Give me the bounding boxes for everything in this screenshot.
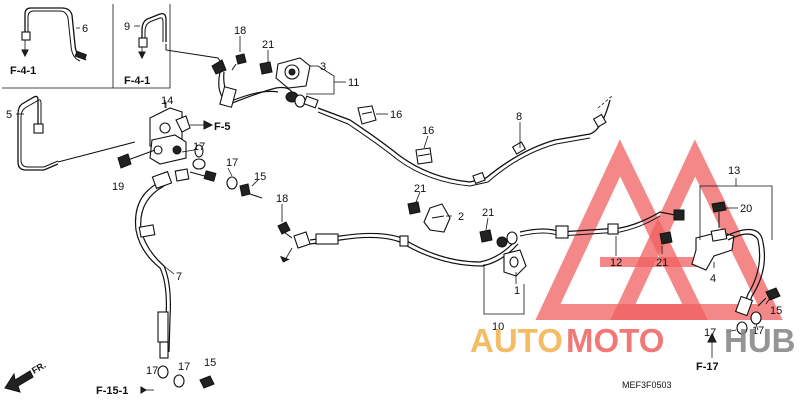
callout-15b: 15 [770,305,782,317]
bolt-15-right [757,287,781,307]
sealing-washers-valve [192,144,206,170]
pipe-6-end [74,50,88,61]
brake-hose-lower [279,231,519,267]
watermark-word-auto: AUTO [470,322,563,359]
callout-7: 7 [176,271,182,283]
pipe-5-nut [33,123,44,134]
callout-18b: 18 [276,193,288,205]
washer-17-mid [226,176,238,190]
callout-13: 13 [728,165,740,177]
brake-pipe-8 [317,99,611,187]
bolt-19 [117,149,156,169]
callout-15c: 15 [204,357,216,369]
pipe-8-end-dash [597,95,613,109]
ref-f151: F-15-1 [96,385,128,397]
inset-frames [2,4,171,89]
bolt-18-top [231,53,247,71]
brake-pipe-12 [519,209,685,239]
callout-21b: 21 [414,183,426,195]
ref-f17: F-17 [696,361,719,373]
brake-pipe-9 [138,12,223,65]
hose-13-ferrule [734,295,754,317]
hose-lower-ferrule [315,233,339,245]
callout-4: 4 [710,273,716,285]
callout-17b: 17 [226,157,238,169]
hose-lower-joint [293,231,311,249]
pipe-clip-16a [357,105,377,125]
brake-pipe-5 [17,95,136,171]
hose-7-lower-ferrule [157,311,169,343]
callout-labels: 6 9 5 14 18 21 3 11 16 16 8 17 17 15 19 … [6,21,782,377]
brake-hose-upper-rear [211,59,319,109]
bolt-21-mid [407,201,421,215]
callout-20: 20 [740,203,752,215]
watermark-triangle-right [610,139,783,320]
ref-f41-left: F-4-1 [10,65,36,77]
callout-19: 19 [112,181,124,193]
pipe-8-clamp [511,141,527,155]
inset-frame-right [113,4,171,89]
watermark-word-hub: HUB [724,322,796,359]
callout-11: 11 [348,77,359,89]
callout-6: 6 [82,23,88,35]
callout-3: 3 [320,61,326,73]
bolt-21-far [659,231,673,245]
callout-16b: 16 [422,125,434,137]
f5-arrow [190,120,214,130]
watermark-word-moto: MOTO [566,322,664,359]
ref-f5: F-5 [214,121,231,133]
callout-1: 1 [514,285,520,297]
callout-18a: 18 [234,25,246,37]
hose-upper-ferrule [219,86,237,108]
caliper-bracket-3 [275,57,311,89]
callout-17c: 17 [704,327,716,339]
reference-labels: F-4-1 F-4-1 F-5 F-17 F-15-1 FR. MEF3F050… [10,65,719,397]
callout-21d: 21 [656,257,668,269]
callout-17e: 17 [146,365,158,377]
bolt-20 [711,201,727,228]
callout-2: 2 [458,211,464,223]
brake-pipe-6 [21,7,88,62]
hose-clip-2 [423,203,451,233]
pipe-9-nut [138,37,148,48]
pipe-12-clamp [555,225,569,239]
callout-17f: 17 [178,361,190,373]
bolt-18-mid [277,221,293,239]
valve-assembly-14 [149,100,191,165]
watermark-wordmark: AUTO MOTO HUB [470,322,796,359]
callout-17a: 17 [193,141,205,153]
bolt-21-top [259,61,273,75]
pipe-6-nut [21,31,31,41]
callout-15a: 15 [254,171,266,183]
callout-17d: 17 [752,325,764,337]
callout-14: 14 [161,95,173,107]
callout-16a: 16 [390,109,402,121]
leader-lines [16,25,773,333]
callout-10: 10 [492,321,504,333]
callout-21c: 21 [482,207,494,219]
lower-fittings-left [140,374,215,394]
hose-assembly-13 [691,228,765,335]
hose-7-upper-fitting [151,170,173,190]
callout-8: 8 [516,111,522,123]
callout-5: 5 [6,109,12,121]
pipe-clip-16b [415,147,433,165]
front-direction-label: FR. [30,360,48,376]
ref-f41-right: F-4-1 [124,75,150,87]
callout-12: 12 [610,257,622,269]
front-direction-arrow [4,370,34,393]
callout-21a: 21 [262,39,274,51]
callout-9: 9 [124,21,130,33]
diagram-code: MEF3F0503 [622,380,672,390]
f17-arrow [707,332,717,358]
brake-hose-7 [134,168,217,379]
bolt-15-mid [239,183,263,199]
bolt-21-right [479,229,493,243]
hose-clip-1 [503,249,527,277]
